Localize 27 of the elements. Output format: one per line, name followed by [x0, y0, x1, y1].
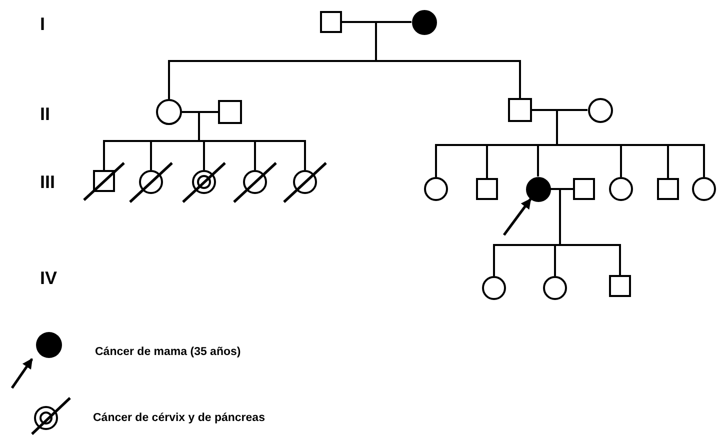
legend-text: Cáncer de mama (35 años) — [95, 345, 241, 359]
female-circle — [588, 98, 612, 122]
male-square — [320, 11, 342, 33]
generation-label: I — [40, 14, 46, 34]
descent-line — [181, 111, 306, 171]
male-square — [573, 178, 595, 200]
male-square — [609, 275, 631, 297]
female-circle — [543, 276, 567, 300]
descent-line — [550, 188, 621, 276]
descent-line — [341, 21, 521, 99]
female-circle — [609, 177, 633, 201]
male-square — [657, 178, 679, 200]
female-circle — [156, 99, 182, 125]
affected-female-circle — [526, 176, 550, 202]
female-circle — [424, 177, 448, 201]
legend-text: Cáncer de cérvix y de páncreas — [93, 411, 265, 425]
female-circle — [692, 177, 716, 201]
male-square — [508, 98, 532, 122]
generation-label: III — [40, 172, 56, 192]
male-square — [476, 178, 498, 200]
descent-line — [531, 109, 705, 178]
male-square — [218, 100, 242, 124]
generation-label: IV — [40, 268, 58, 288]
pointer-arrow — [502, 198, 532, 236]
affected-female-circle — [412, 10, 436, 34]
female-circle — [482, 276, 506, 300]
generation-label: II — [40, 104, 50, 124]
